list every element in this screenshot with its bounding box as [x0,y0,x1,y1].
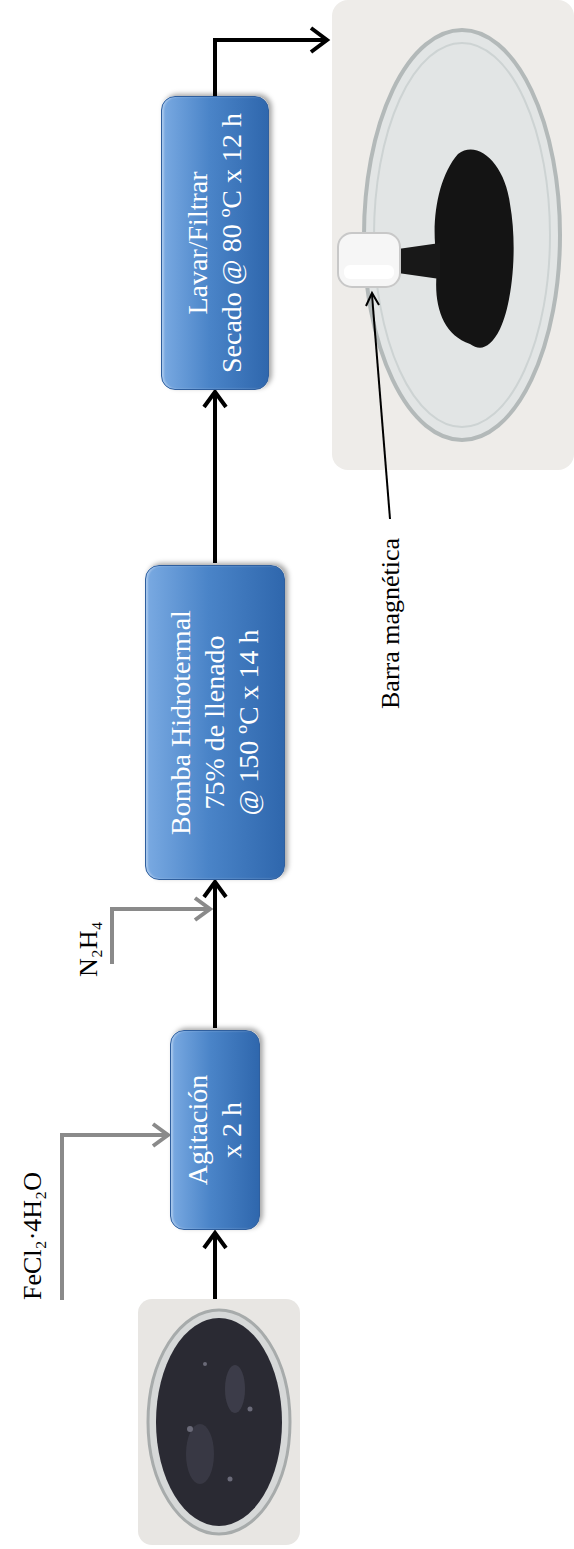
process-box: Agitaciónx 2 h [170,1030,260,1230]
process-box: Lavar/FiltrarSecado @ 80 ºC x 12 h [161,96,269,390]
process-box: Bomba Hidrotermal75% de llenado@ 150 ºC … [145,565,285,880]
box-text: Agitación [181,1075,215,1185]
flow-arrow [204,1233,226,1299]
arrow-head [204,882,226,897]
photo-magnetic-powder [332,0,574,470]
reagent-input-line [112,898,210,964]
box-text: Lavar/Filtrar [181,171,215,314]
reagent-input-line [62,1124,168,1300]
flow-arrow [204,392,226,563]
arrow-head [204,392,226,407]
reagent-label: N₂H₄ [74,921,104,977]
box-text: @ 150 ºC x 14 h [232,629,266,815]
photo-dark-dish [138,1299,300,1545]
leader-line [366,293,390,519]
flow-arrow [204,882,226,1028]
box-text: Secado @ 80 ºC x 12 h [215,113,249,373]
reagent-label: FeCl₂·4H₂O [18,1172,48,1300]
box-text: 75% de llenado [198,635,232,809]
box-text: x 2 h [215,1102,249,1158]
box-text: Bomba Hidrotermal [164,610,198,835]
annotation-label: Barra magnética [376,538,406,709]
